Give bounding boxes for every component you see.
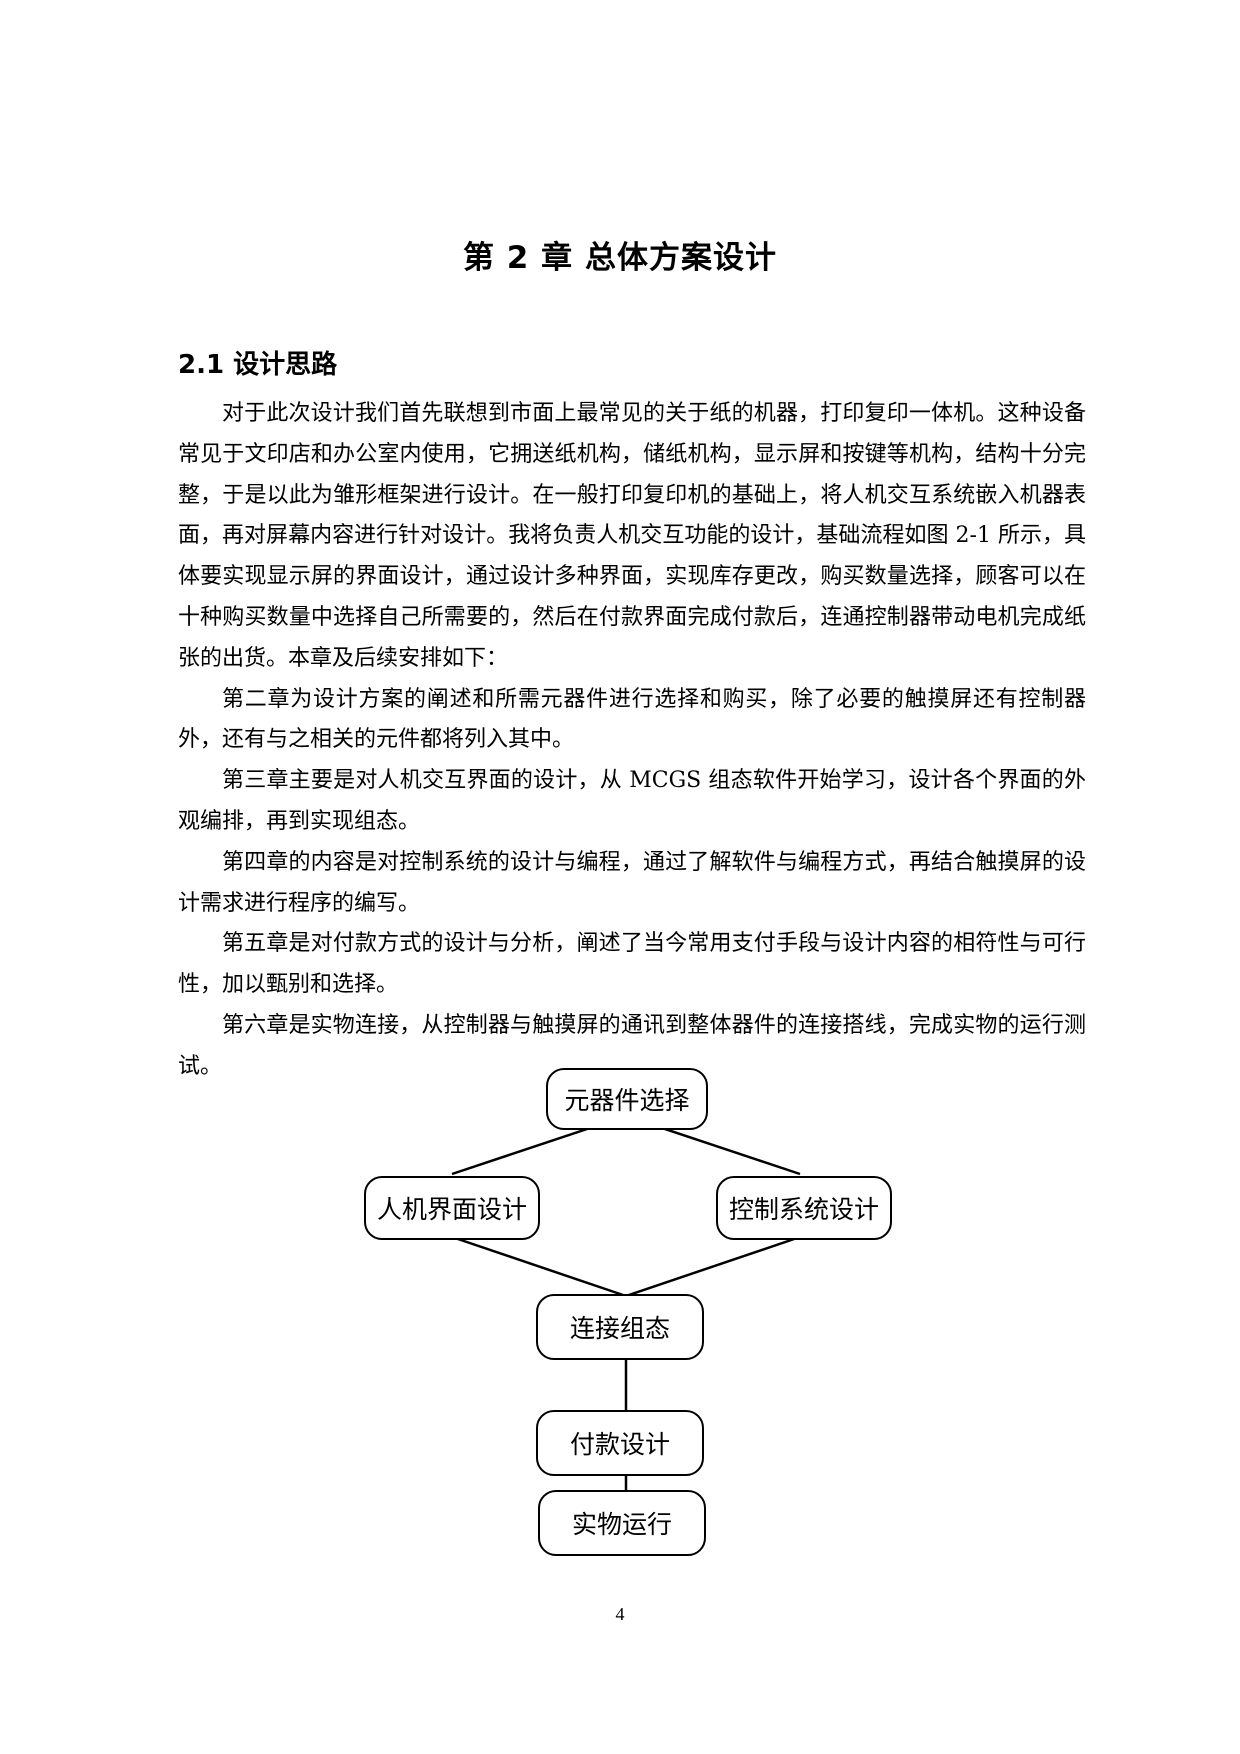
flow-node-hmi-design: 人机界面设计 [364,1176,540,1240]
paragraph-chapter-2: 第二章为设计方案的阐述和所需元器件进行选择和购买，除了必要的触摸屏还有控制器外，… [178,686,1086,753]
connector-hmi-to-connection [451,1235,627,1298]
paragraph-chapter-5: 第五章是对付款方式的设计与分析，阐述了当今常用支付手段与设计内容的相符性与可行性… [178,931,1086,998]
body-text: 对于此次设计我们首先联想到市面上最常见的关于纸的机器，打印复印一体机。这种设备常… [178,394,1086,1088]
paragraph-intro: 对于此次设计我们首先联想到市面上最常见的关于纸的机器，打印复印一体机。这种设备常… [178,401,1086,671]
flow-node-control-system-design: 控制系统设计 [716,1176,892,1240]
connector-control-to-connection [625,1235,801,1298]
flow-node-payment-design: 付款设计 [536,1410,704,1476]
page-number: 4 [615,1604,625,1624]
flow-node-physical-run: 实物运行 [538,1490,706,1556]
connector-selection-to-control [625,1114,801,1176]
connector-selection-to-hmi [451,1114,627,1176]
chapter-title: 第 2 章 总体方案设计 [463,240,777,276]
flow-node-connection-config: 连接组态 [536,1294,704,1360]
paragraph-chapter-6: 第六章是实物连接，从控制器与触摸屏的通讯到整体器件的连接搭线，完成实物的运行测试… [178,1012,1086,1079]
section-heading: 2.1 设计思路 [178,350,338,380]
paragraph-chapter-3: 第三章主要是对人机交互界面的设计，从 MCGS 组态软件开始学习，设计各个界面的… [178,768,1086,834]
paragraph-chapter-4: 第四章的内容是对控制系统的设计与编程，通过了解软件与编程方式，再结合触摸屏的设计… [178,849,1086,916]
